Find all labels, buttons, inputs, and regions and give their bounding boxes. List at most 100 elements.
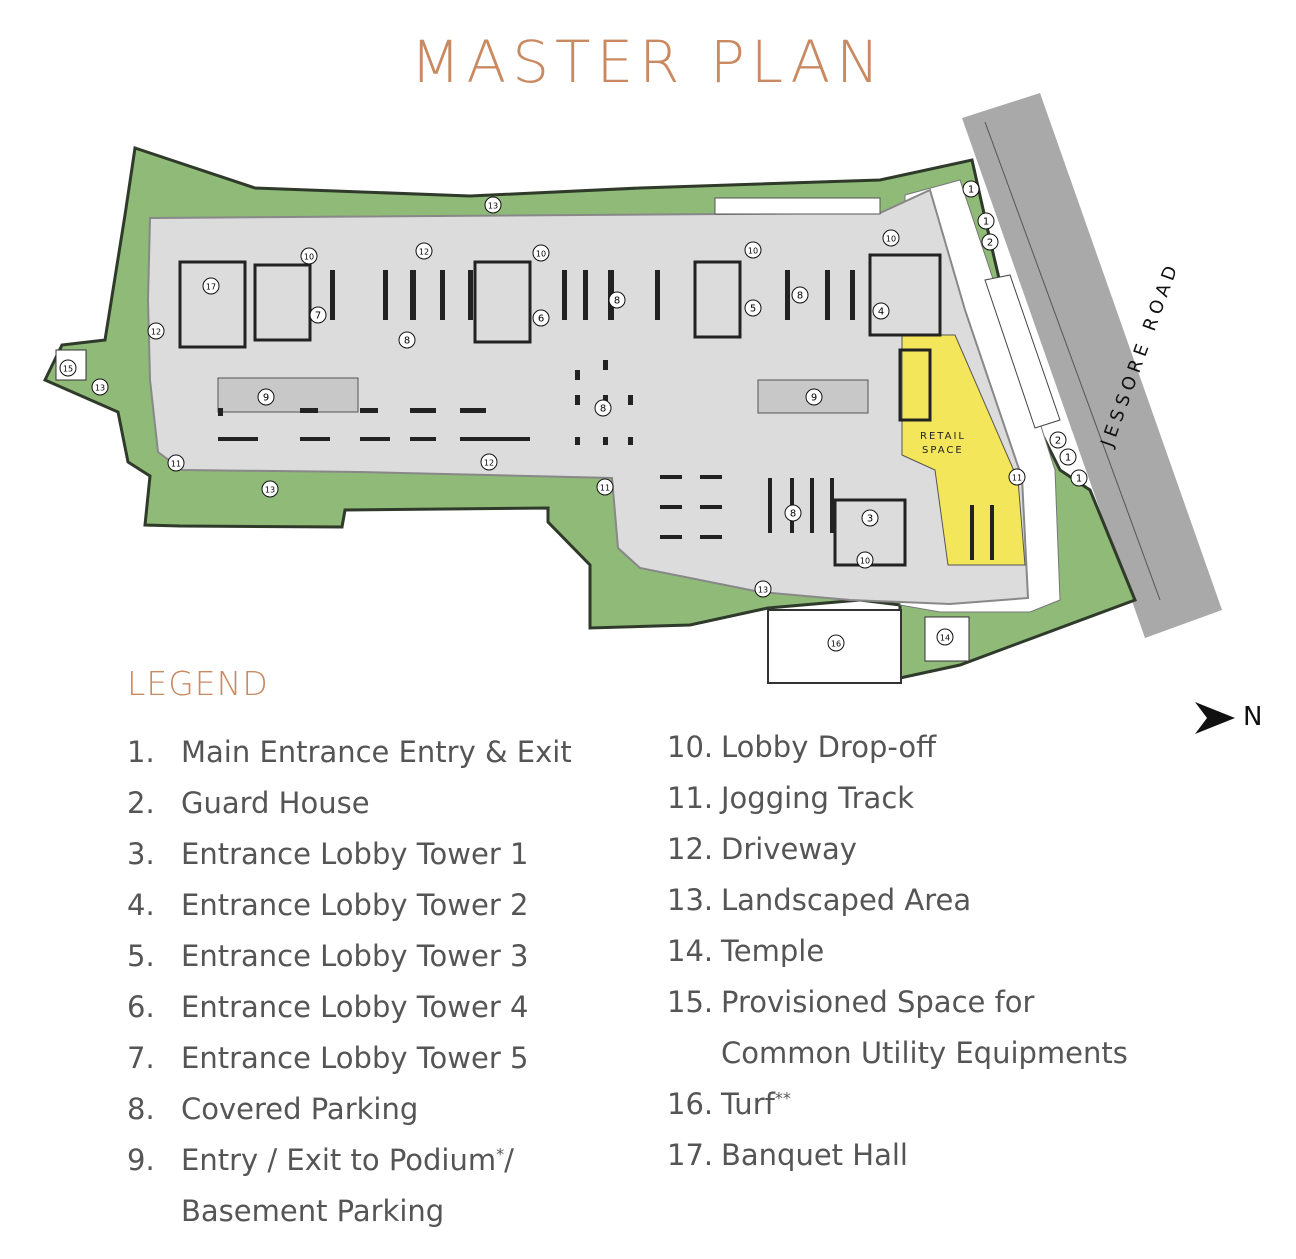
- legend-title: LEGEND: [127, 664, 269, 703]
- plan-marker-11: 11: [596, 478, 614, 496]
- svg-text:13: 13: [758, 586, 768, 595]
- svg-text:1: 1: [1076, 474, 1082, 485]
- legend-num: 6.: [127, 990, 155, 1024]
- svg-text:12: 12: [419, 248, 429, 257]
- legend-num: 15.: [667, 985, 714, 1019]
- legend-text: Basement Parking: [181, 1194, 445, 1228]
- plan-marker-8: 8: [398, 331, 416, 349]
- north-arrow-icon: [1195, 702, 1235, 734]
- legend-num: 2.: [127, 786, 155, 820]
- parking-bay-divider: [300, 408, 318, 413]
- plan-marker-12: 12: [415, 242, 433, 260]
- svg-text:10: 10: [886, 235, 896, 244]
- north-label: N: [1243, 702, 1263, 732]
- tower-blocks: [178, 253, 942, 567]
- plan-marker-10: 10: [856, 551, 874, 569]
- parking-bay-divider: [575, 370, 580, 380]
- parking-bay-divider: [850, 270, 855, 320]
- plan-marker-1: 1: [1059, 448, 1077, 466]
- ramp-west: [217, 377, 359, 413]
- legend-text: Covered Parking: [181, 1092, 419, 1126]
- parking-bay-divider: [562, 270, 567, 320]
- svg-text:1: 1: [1065, 453, 1071, 464]
- legend-text: Entrance Lobby Tower 4: [181, 990, 529, 1024]
- legend-text: Entrance Lobby Tower 1: [181, 837, 529, 871]
- plan-marker-12: 12: [147, 322, 165, 340]
- parking-bay-divider: [700, 505, 722, 509]
- parking-bay-divider: [990, 505, 994, 560]
- plan-marker-2: 2: [1049, 431, 1067, 449]
- parking-bay-divider: [660, 505, 682, 509]
- legend-num: 8.: [127, 1092, 155, 1126]
- parking-bay-divider: [825, 270, 830, 320]
- legend-text: Guard House: [181, 786, 370, 820]
- svg-text:8: 8: [797, 291, 803, 302]
- plan-marker-11: 11: [1008, 468, 1026, 486]
- legend-text: Entry / Exit to Podium*/: [181, 1135, 514, 1186]
- svg-text:2: 2: [987, 238, 993, 249]
- parking-bay-divider: [410, 408, 436, 413]
- legend-num: 17.: [667, 1138, 714, 1172]
- svg-text:13: 13: [265, 486, 275, 495]
- parking-bay-divider: [700, 475, 722, 479]
- plan-marker-10: 10: [300, 247, 318, 265]
- parking-bay-divider: [700, 535, 722, 539]
- legend-num: 10.: [667, 730, 714, 764]
- plan-marker-1: 1: [962, 180, 980, 198]
- parking-bay-divider: [468, 270, 473, 320]
- parking-bay-divider: [218, 437, 258, 441]
- plan-marker-1: 1: [1070, 469, 1088, 487]
- gate-ramp: [984, 274, 1061, 429]
- jessore-road: [962, 93, 1222, 638]
- legend-text-after: /: [504, 1143, 514, 1177]
- legend-text-main: Entry / Exit to Podium: [181, 1143, 497, 1177]
- plan-marker-11: 11: [167, 454, 185, 472]
- parking-bay-divider: [460, 408, 486, 413]
- parking-bay-divider: [970, 505, 974, 560]
- legend-text: Temple: [721, 934, 825, 968]
- legend-num: 11.: [667, 781, 714, 815]
- plan-marker-2: 2: [981, 233, 999, 251]
- svg-text:12: 12: [484, 459, 494, 468]
- plan-marker-13: 13: [91, 378, 109, 396]
- page-title: MASTER PLAN: [410, 28, 886, 96]
- retail-label-1: RETAIL: [920, 431, 966, 442]
- plan-marker-13: 13: [484, 196, 502, 214]
- legend-text: Banquet Hall: [721, 1138, 908, 1172]
- svg-text:10: 10: [536, 250, 546, 259]
- svg-text:17: 17: [206, 283, 216, 292]
- legend-footnote-mark: *: [496, 1144, 505, 1164]
- legend-num: 4.: [127, 888, 155, 922]
- parking-bay-divider: [383, 270, 388, 320]
- plan-marker-8: 8: [791, 286, 809, 304]
- svg-text:11: 11: [171, 460, 181, 469]
- svg-text:10: 10: [748, 247, 758, 256]
- svg-text:8: 8: [600, 404, 606, 415]
- legend-text: Provisioned Space for: [721, 985, 1035, 1019]
- plan-marker-10: 10: [532, 244, 550, 262]
- svg-text:8: 8: [404, 336, 410, 347]
- parking-bay-divider: [330, 270, 335, 320]
- plan-marker-8: 8: [594, 399, 612, 417]
- parking-bay-divider: [660, 535, 682, 539]
- plan-marker-13: 13: [261, 480, 279, 498]
- svg-text:9: 9: [263, 393, 269, 404]
- legend-num: 7.: [127, 1041, 155, 1075]
- svg-text:1: 1: [983, 217, 989, 228]
- parking-bars: [218, 270, 994, 560]
- plan-marker-9: 9: [805, 388, 823, 406]
- parking-bay-divider: [785, 270, 790, 320]
- plan-marker-15: 15: [59, 359, 77, 377]
- legend-text: Driveway: [721, 832, 857, 866]
- parking-bay-divider: [300, 437, 330, 441]
- parking-bay-divider: [655, 270, 660, 320]
- parking-bay-divider: [603, 360, 608, 370]
- plan-marker-12: 12: [480, 453, 498, 471]
- plan-marker-7: 7: [309, 306, 327, 324]
- svg-text:10: 10: [304, 253, 314, 262]
- svg-text:11: 11: [1012, 474, 1022, 483]
- legend-num: 9.: [127, 1143, 155, 1177]
- retail-space: [901, 334, 1026, 566]
- parking-bay-divider: [460, 437, 530, 441]
